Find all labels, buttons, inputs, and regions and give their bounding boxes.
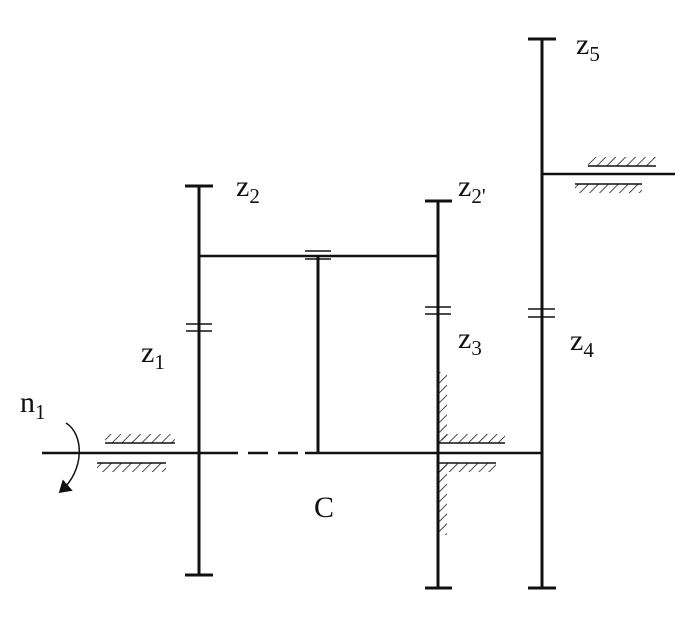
label-z4: z4 (570, 324, 594, 362)
gear-z4-z5 (528, 37, 556, 590)
label-z5: z5 (576, 28, 600, 66)
label-carrier: C (314, 491, 334, 524)
right-output-shaft (542, 157, 675, 193)
carrier-c (199, 250, 438, 453)
gear-z2prime-z3 (425, 199, 452, 590)
left-bearing-support (97, 434, 175, 472)
label-z3: z3 (458, 322, 482, 360)
gear-z1 (185, 184, 213, 577)
middle-bearing-support (438, 434, 505, 472)
rotation-arrow-icon (58, 422, 80, 493)
label-z2prime: z2' (458, 170, 486, 208)
label-z2: z2 (236, 170, 260, 208)
label-n1: n1 (20, 386, 46, 424)
label-z1: z1 (141, 336, 165, 374)
